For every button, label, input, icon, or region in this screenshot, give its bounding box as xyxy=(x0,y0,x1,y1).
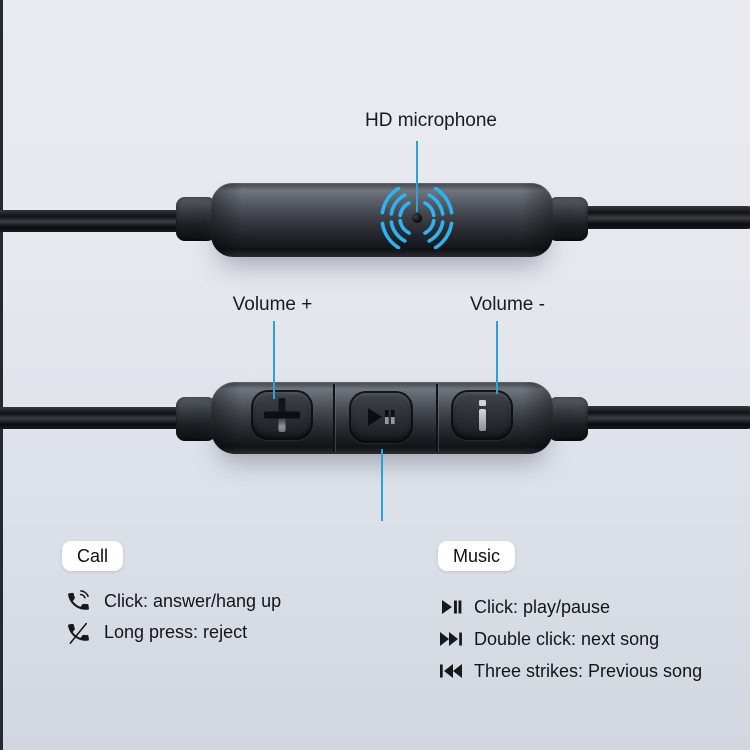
play-pause-button xyxy=(349,391,413,443)
call-section-title: Call xyxy=(77,546,109,566)
music-instructions: Click: play/pause Double click: next son… xyxy=(438,592,702,686)
volume-down-button xyxy=(451,390,513,440)
phone-answer-icon xyxy=(64,589,92,614)
call-instruction-text: Click: answer/hang up xyxy=(104,590,282,611)
remote-front-view xyxy=(211,382,553,454)
list-item: Long press: reject xyxy=(64,617,281,647)
music-section-title: Music xyxy=(453,546,501,566)
music-instruction-text: Three strikes: Previous song xyxy=(474,660,703,681)
volume-down-callout-line xyxy=(496,321,498,394)
phone-reject-icon xyxy=(64,620,92,645)
earphone-cable xyxy=(560,206,750,229)
volume-up-label: Volume + xyxy=(232,294,313,315)
volume-down-label: Volume - xyxy=(470,294,545,315)
list-item: Click: answer/hang up xyxy=(64,586,281,616)
remote-seam xyxy=(436,384,438,452)
minus-icon xyxy=(478,399,486,431)
remote-side-view xyxy=(211,183,553,257)
music-instruction-text: Double click: next song xyxy=(474,628,660,649)
microphone-hole xyxy=(412,213,422,223)
cable-strain-relief xyxy=(176,397,216,441)
play-pause-icon xyxy=(368,408,395,426)
play-pause-icon xyxy=(438,599,464,615)
volume-up-button xyxy=(251,390,313,440)
list-item: Three strikes: Previous song xyxy=(438,656,702,686)
music-instruction-text: Click: play/pause xyxy=(474,596,611,617)
cable-strain-relief xyxy=(548,197,588,241)
cable-strain-relief xyxy=(548,397,588,441)
play-pause-callout-line xyxy=(381,449,383,521)
hd-microphone-label: HD microphone xyxy=(365,110,497,131)
volume-up-callout-line xyxy=(273,321,275,399)
call-section-badge: Call xyxy=(62,541,124,571)
call-instructions: Click: answer/hang up Long press: reject xyxy=(64,586,281,647)
list-item: Double click: next song xyxy=(438,624,702,654)
music-section-badge: Music xyxy=(438,541,516,571)
next-track-icon xyxy=(438,631,464,647)
call-instruction-text: Long press: reject xyxy=(104,621,248,642)
left-edge-line xyxy=(0,0,3,750)
earphone-cable xyxy=(560,406,750,429)
mic-callout-line xyxy=(416,141,418,212)
remote-seam xyxy=(333,384,335,452)
earphone-cable xyxy=(0,407,190,429)
sound-waves-icon xyxy=(380,187,454,249)
list-item: Click: play/pause xyxy=(438,592,702,622)
cable-strain-relief xyxy=(176,197,216,241)
earphone-cable xyxy=(0,210,190,232)
previous-track-icon xyxy=(438,663,464,679)
